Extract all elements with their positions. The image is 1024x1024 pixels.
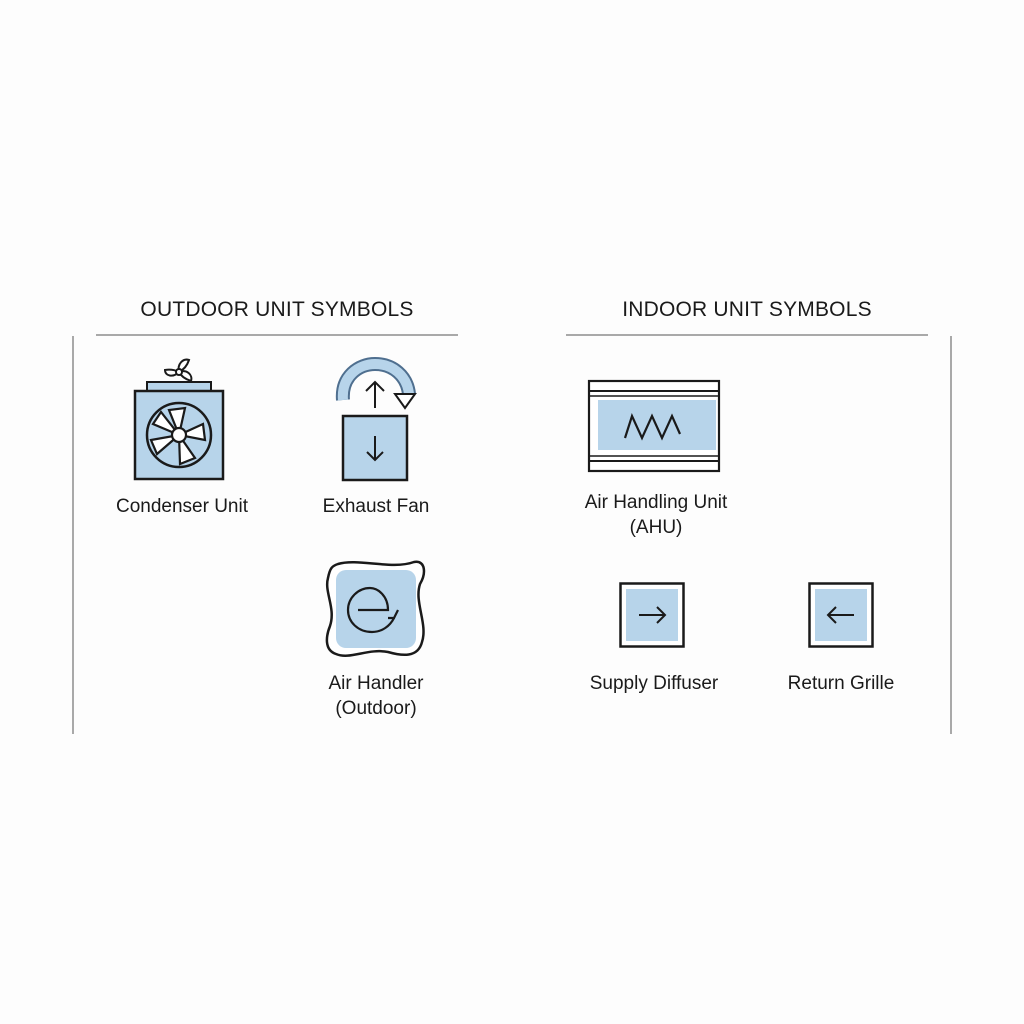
- indoor-right-border: [950, 336, 952, 734]
- air-handling-unit-label: Air Handling Unit (AHU): [560, 490, 752, 540]
- return-grille-icon: [808, 582, 874, 648]
- supply-diffuser-icon: [619, 582, 685, 648]
- condenser-unit-label: Condenser Unit: [115, 496, 249, 517]
- air-handler-outdoor-label-line1: Air Handler: [328, 673, 424, 694]
- indoor-section-heading: INDOOR UNIT SYMBOLS: [622, 298, 872, 321]
- exhaust-fan-label: Exhaust Fan: [322, 496, 430, 517]
- exhaust-fan-icon: [335, 356, 419, 484]
- outdoor-section-heading: OUTDOOR UNIT SYMBOLS: [140, 298, 414, 321]
- air-handler-outdoor-icon: [324, 558, 428, 660]
- return-grille-label: Return Grille: [787, 673, 895, 694]
- air-handler-outdoor-label-line2: (Outdoor): [335, 698, 417, 719]
- supply-diffuser-label: Supply Diffuser: [589, 673, 719, 694]
- air-handling-unit-label-line1: Air Handling Unit: [584, 492, 728, 513]
- air-handling-unit-label-line2: (AHU): [629, 517, 683, 538]
- outdoor-heading-rule: [96, 334, 458, 336]
- air-handling-unit-icon: [587, 379, 721, 473]
- outdoor-left-border: [72, 336, 74, 734]
- indoor-heading-rule: [566, 334, 928, 336]
- condenser-unit-icon: [133, 356, 225, 482]
- air-handler-outdoor-label: Air Handler (Outdoor): [290, 671, 462, 721]
